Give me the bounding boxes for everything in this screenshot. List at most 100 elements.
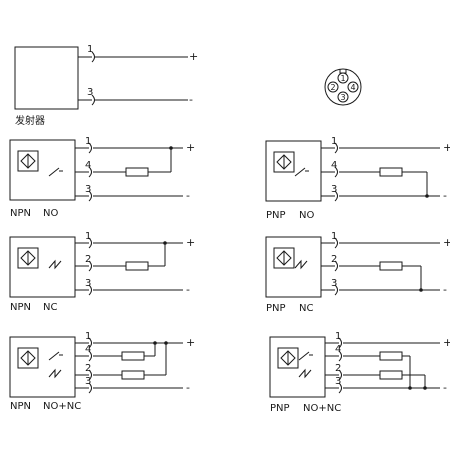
pin-number: 2 (85, 363, 91, 374)
wire-connector-icon (88, 350, 92, 362)
emitter-connector-1-icon (91, 51, 95, 63)
sensor-type-label: PNP (266, 210, 286, 221)
pin-number: 3 (331, 278, 337, 289)
sign-positive: + (186, 141, 195, 154)
proximity-sensor-icon (17, 247, 39, 269)
pin-number: 4 (85, 344, 91, 355)
pin-number: 2 (335, 363, 341, 374)
sensor-type-label: NPN (10, 401, 31, 412)
load-resistor-icon (125, 167, 149, 177)
sensor-type-label: NPN (10, 208, 31, 219)
pin-number: 3 (85, 184, 91, 195)
pin-number: 4 (335, 344, 341, 355)
nc-switch-icon (298, 368, 312, 379)
proximity-sensor-icon (273, 247, 295, 269)
emitter-label: 发射器 (15, 114, 45, 127)
sensor-type-label: PNP (266, 303, 286, 314)
junction-dot (423, 386, 427, 390)
sensor-type-label: PNP (270, 403, 290, 414)
pin-number: 1 (85, 331, 91, 342)
connector-key-notch (339, 69, 347, 74)
sign-negative: - (186, 283, 190, 296)
nc-switch-icon (48, 368, 62, 379)
sensor-mode-label: NO (43, 208, 58, 219)
load-resistor-icon (379, 370, 403, 380)
pin-number: 1 (85, 136, 91, 147)
connector-pin-4: 4 (350, 83, 355, 92)
wire-connector-icon (88, 166, 92, 178)
proximity-sensor-icon (277, 347, 299, 369)
nc-switch-icon (294, 259, 308, 270)
pin-number: 3 (335, 376, 341, 387)
sensor-box (9, 336, 76, 398)
connector-outline (324, 68, 362, 106)
sign-positive: + (443, 336, 450, 349)
sign-positive: + (186, 336, 195, 349)
pin-number: 1 (85, 231, 91, 242)
load-resistor-icon (121, 351, 145, 361)
emitter-sign-bottom: - (189, 93, 193, 106)
no-switch-icon (48, 351, 60, 361)
connector-pin-3-ring (337, 91, 349, 103)
wire-connector-icon (334, 166, 338, 178)
junction-dot (425, 194, 429, 198)
wire-connector-icon (334, 142, 338, 154)
wire-connector-icon (88, 382, 92, 394)
emitter-sign-top: + (189, 50, 198, 63)
connector-pin-3: 3 (340, 93, 345, 102)
nc-switch-icon (48, 259, 62, 270)
connector-pin-4-ring (347, 81, 359, 93)
no-switch-icon (298, 351, 310, 361)
sign-negative: - (443, 189, 447, 202)
pin-number: 4 (331, 160, 337, 171)
emitter-pin-bottom: 3 (87, 87, 93, 98)
wire-connector-icon (338, 382, 342, 394)
sensor-box (9, 236, 76, 298)
emitter-block: 发射器 1 3 + - (14, 44, 198, 127)
pin-number: 3 (85, 278, 91, 289)
wire-connector-icon (334, 237, 338, 249)
proximity-sensor-icon (17, 347, 39, 369)
junction-dot (153, 341, 157, 345)
junction-dot (408, 386, 412, 390)
sign-negative: - (443, 381, 447, 394)
emitter-connector-3-icon (91, 94, 95, 106)
sign-negative: - (186, 381, 190, 394)
sensor-box (9, 139, 76, 201)
load-resistor-icon (379, 167, 403, 177)
emitter-box (14, 46, 79, 110)
pin-number: 2 (85, 254, 91, 265)
pin-number: 3 (85, 376, 91, 387)
wire-connector-icon (338, 369, 342, 381)
wire-connector-icon (88, 190, 92, 202)
junction-dot (169, 146, 173, 150)
pin-number: 3 (331, 184, 337, 195)
connector-pin-1: 1 (340, 74, 345, 83)
wire-connector-icon (338, 337, 342, 349)
pin-number: 1 (331, 136, 337, 147)
wire-connector-icon (88, 142, 92, 154)
wire-connector-icon (338, 350, 342, 362)
no-switch-icon (48, 167, 60, 177)
pin-number: 1 (331, 231, 337, 242)
load-resistor-icon (125, 261, 149, 271)
junction-dot (163, 241, 167, 245)
pin-number: 2 (331, 254, 337, 265)
no-switch-icon (294, 167, 306, 177)
connector-pin-1-ring (337, 72, 349, 84)
sensor-mode-label: NO+NC (43, 401, 81, 412)
wire-connector-icon (334, 260, 338, 272)
sign-positive: + (443, 141, 450, 154)
connector-pin-2: 2 (330, 83, 335, 92)
sign-positive: + (186, 236, 195, 249)
sensor-npn-nonc: 1 4 2 3 + - NPN NO+NC (9, 331, 195, 412)
sensor-type-label: NPN (10, 302, 31, 313)
proximity-sensor-icon (17, 150, 39, 172)
